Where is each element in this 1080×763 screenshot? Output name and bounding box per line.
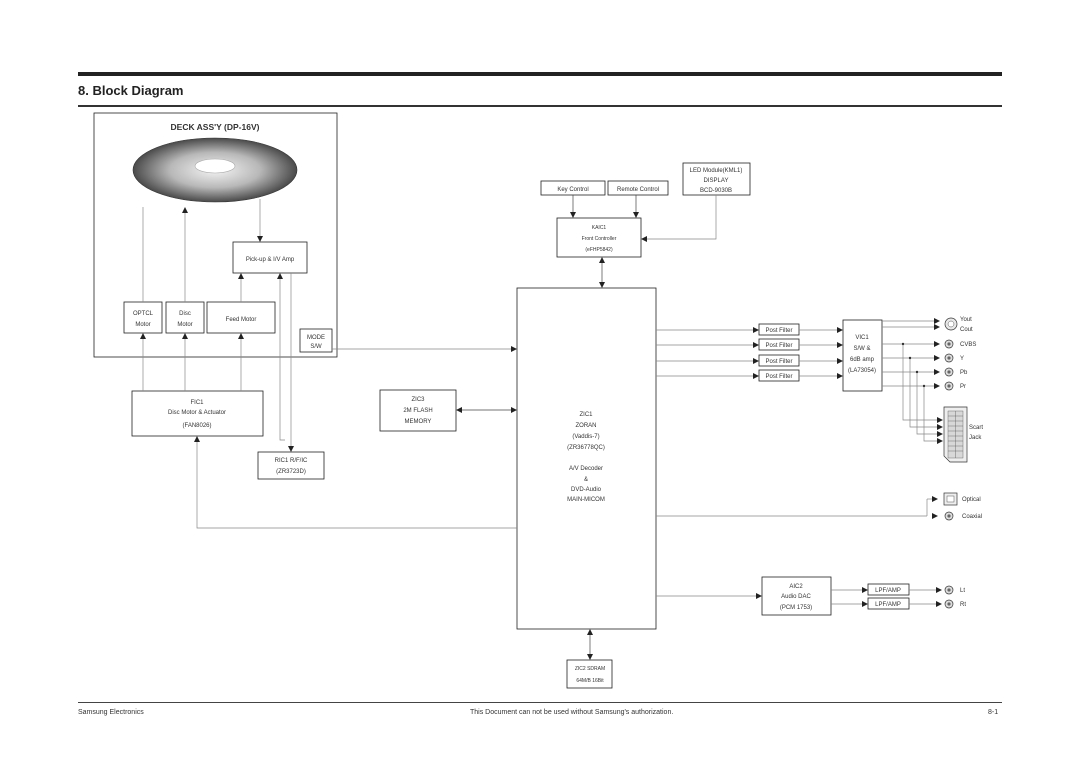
mode-switch-label-2: S/W: [310, 344, 322, 350]
post-filter-3-label: Post Filter: [765, 359, 792, 365]
fic1-label-3: (FAN8026): [182, 423, 211, 429]
rt-label: Rt: [960, 602, 966, 608]
vic1-label-1: VIC1: [855, 335, 869, 341]
pickup-box: [232, 241, 308, 274]
pickup-label: Pick-up & I/V Amp: [246, 257, 295, 263]
cout-label: Cout: [960, 327, 973, 333]
zic2-label-1: ZIC2 SDRAM: [575, 666, 605, 672]
zic3-label-1: ZIC3: [411, 397, 425, 403]
vic1-box: [842, 319, 883, 392]
led-module-label-2: DISPLAY: [704, 178, 729, 184]
lpf-amp-2: [867, 597, 910, 610]
zic1-label-9: MAIN-MICOM: [567, 497, 605, 503]
footer-notice: This Document can not be used without Sa…: [470, 709, 674, 716]
lpf-amp-2-label: LPF/AMP: [875, 602, 901, 608]
audio-left-jack-pin: [947, 588, 951, 592]
fic1-label-2: Disc Motor & Actuator: [168, 410, 226, 416]
yout-label: Yout: [960, 317, 972, 323]
feed-motor-label: Feed Motor: [226, 317, 257, 323]
fic1-label-1: FIC1: [190, 400, 204, 406]
kaic1-label-3: (eFHP5842): [585, 247, 613, 253]
led-module-box: [682, 162, 751, 196]
zic1-main-box: [516, 287, 657, 630]
audio-right-jack-pin: [947, 602, 951, 606]
title-rule: [78, 105, 1002, 107]
post-filter-3: [758, 354, 800, 367]
post-filter-2-label: Post Filter: [765, 343, 792, 349]
kaic1-label-2: Front Controller: [582, 236, 617, 242]
post-filter-1-label: Post Filter: [765, 328, 792, 334]
optical-motor-label-1: OPTCL: [133, 311, 154, 317]
disc-motor-box: [165, 301, 205, 334]
zic1-label-4: (ZR36778QC): [567, 445, 605, 451]
cvbs-label: CVBS: [960, 342, 976, 348]
page-title: 8. Block Diagram: [78, 83, 184, 98]
scart-label-2: Jack: [969, 435, 982, 441]
zic1-label-8: DVD-Audio: [571, 487, 602, 493]
coaxial-label: Coaxial: [962, 514, 982, 520]
zic3-label-2: 2M FLASH: [403, 408, 432, 414]
lpf-amp-1-label: LPF/AMP: [875, 588, 901, 594]
kaic1-label-1: KAIC1: [592, 225, 607, 231]
pb-label: Pb: [960, 370, 968, 376]
video-output-jacks: [944, 317, 958, 391]
deck-title: DECK ASS'Y (DP-16V): [171, 122, 260, 132]
ric1-box: [257, 451, 325, 480]
post-filter-4: [758, 369, 800, 382]
zic1-label-6: A/V Decoder: [569, 466, 603, 472]
disc-motor-label-1: Disc: [179, 311, 191, 317]
post-filter-2: [758, 338, 800, 351]
top-rule: [78, 72, 1002, 76]
lt-label: Lt: [960, 588, 965, 594]
aic2-label-1: AIC2: [789, 584, 803, 590]
zic1-label-2: ZORAN: [576, 423, 597, 429]
footer-rule: [78, 702, 1002, 703]
footer-page-number: 8-1: [988, 709, 999, 716]
fic1-box: [131, 390, 264, 437]
aic2-box: [761, 576, 832, 616]
led-module-label-3: BCD-9030B: [700, 188, 732, 194]
pr-label: Pr: [960, 384, 966, 390]
y-label: Y: [960, 356, 964, 362]
scart-label-1: Scart: [969, 425, 983, 431]
mode-switch-box: [299, 328, 333, 353]
zic1-label-7: &: [584, 477, 588, 483]
lpf-amp-1: [867, 583, 910, 596]
aic2-label-2: Audio DAC: [781, 594, 811, 600]
key-control-label: Key Control: [557, 187, 588, 193]
zic2-label-2: 64M/B 16Bit: [576, 678, 604, 684]
vic1-label-4: (LA73054): [848, 368, 876, 374]
vic1-label-2: S/W &: [853, 346, 870, 352]
zic1-label-1: ZIC1: [579, 412, 593, 418]
disc-motor-label-2: Motor: [177, 322, 192, 328]
optical-jack-port: [946, 495, 955, 503]
optical-label: Optical: [962, 497, 981, 503]
aic2-label-3: (PCM 1753): [780, 605, 812, 611]
feed-motor-box: [206, 301, 276, 334]
post-filter-1: [758, 323, 800, 336]
connection-lines: [140, 195, 943, 660]
ric1-label-2: (ZR3723D): [276, 469, 306, 475]
optical-motor-label-2: Motor: [135, 322, 150, 328]
post-filter-4-label: Post Filter: [765, 374, 792, 380]
led-module-label-1: LED Module(KML1): [690, 168, 743, 174]
ric1-label-1: RIC1 R/F/IC: [275, 458, 308, 464]
remote-control-label: Remote Control: [617, 187, 659, 193]
zic1-label-3: (Vaddis-7): [572, 434, 599, 440]
zic3-label-3: MEMORY: [405, 419, 432, 425]
optical-motor-box: [123, 301, 163, 334]
kaic1-box: [556, 217, 642, 258]
vic1-label-3: 6dB amp: [850, 357, 875, 363]
disc-hub: [194, 158, 236, 174]
footer-company: Samsung Electronics: [78, 709, 144, 716]
mode-switch-label-1: MODE: [307, 335, 325, 341]
scart-connector-icon: [943, 406, 968, 463]
remote-control-box: [607, 180, 669, 196]
zic3-box: [379, 389, 457, 432]
coaxial-jack-pin: [947, 514, 951, 518]
zic2-box: [566, 659, 613, 689]
